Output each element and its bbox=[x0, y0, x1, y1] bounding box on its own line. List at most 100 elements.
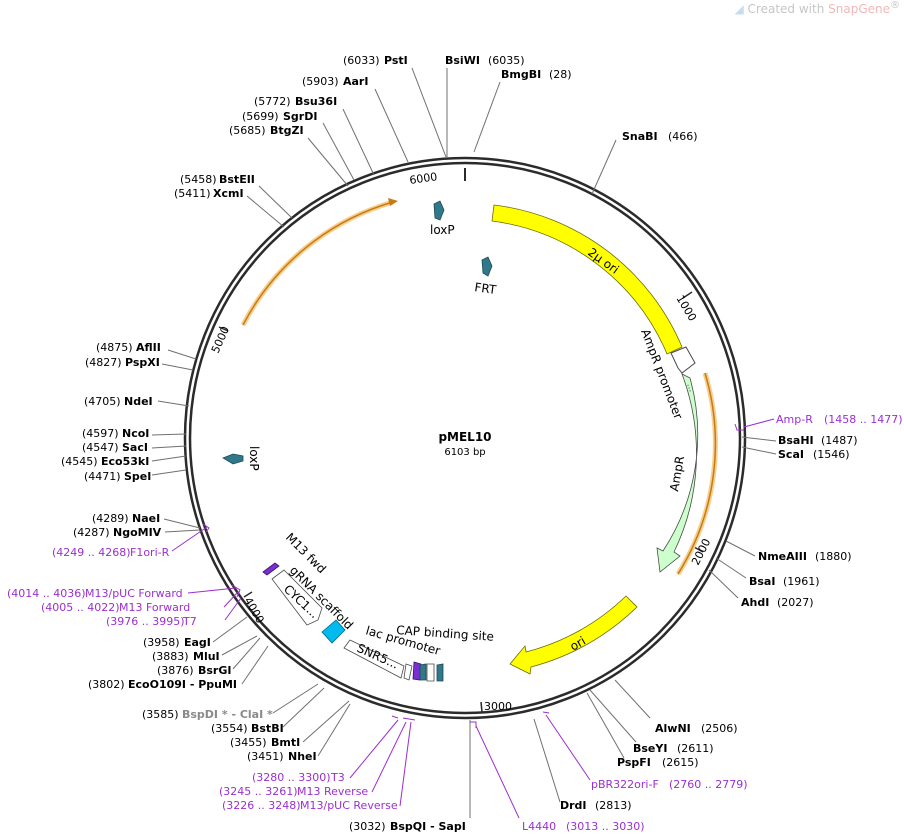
leader-amp-r bbox=[743, 418, 775, 428]
primer-m13-reverse-range: (3245 .. 3261) bbox=[219, 785, 298, 798]
site-pspxi-pos: (4827) bbox=[85, 356, 122, 369]
plasmid-name: pMEL10 bbox=[438, 430, 491, 444]
site-bsahi-name[interactable]: BsaHI bbox=[778, 434, 814, 447]
leader-bsrgi bbox=[232, 637, 261, 670]
site-eagi-name[interactable]: EagI bbox=[184, 636, 211, 649]
site-spei-name[interactable]: SpeI bbox=[124, 470, 151, 483]
site-bsrgi-pos: (3876) bbox=[157, 664, 194, 677]
site-bspdi-name[interactable]: BspDI * - ClaI * bbox=[182, 708, 273, 721]
loxp-top-label: loxP bbox=[430, 223, 455, 237]
primer-m13-puc-forward-range: (4014 .. 4036) bbox=[7, 587, 86, 600]
primer-t7-range: (3976 .. 3995) bbox=[106, 615, 185, 628]
site-ncoi-name[interactable]: NcoI bbox=[122, 427, 149, 440]
primer-m13-reverse-label[interactable]: M13 Reverse bbox=[297, 785, 368, 798]
feature-ampr[interactable]: AmpR … bbox=[656, 373, 699, 573]
orf-arrow-left-icon bbox=[388, 198, 398, 206]
feature-loxp-left[interactable]: loxP bbox=[222, 446, 261, 471]
site-spei-pos: (4471) bbox=[84, 470, 121, 483]
site-nmeaiii-name[interactable]: NmeAIII bbox=[758, 550, 807, 563]
leader-m13-puc-forward bbox=[187, 587, 237, 594]
site-bseyi-name[interactable]: BseYI bbox=[633, 742, 667, 755]
primer-m13-puc-forward-label[interactable]: M13/pUC Forward bbox=[85, 587, 183, 600]
site-eco0109i-name[interactable]: EcoO109I - PpuMI bbox=[128, 678, 237, 691]
grna-scaffold-arrow bbox=[321, 619, 346, 644]
site-ndei-pos: (4705) bbox=[84, 395, 121, 408]
site-bsrgi-name[interactable]: BsrGI bbox=[198, 664, 231, 677]
two-micron-ori-arrow bbox=[491, 204, 683, 355]
site-alwni-name[interactable]: AlwNI bbox=[655, 722, 691, 735]
site-sgrdi-name[interactable]: SgrDI bbox=[283, 110, 317, 123]
leader-bstbi bbox=[282, 687, 325, 728]
primer-m13-puc-reverse-range: (3226 .. 3248) bbox=[222, 799, 301, 812]
primer-m13-forward-range: (4005 .. 4022) bbox=[41, 601, 120, 614]
site-drdi-pos: (2813) bbox=[595, 799, 632, 812]
leader-pspxi bbox=[161, 363, 194, 371]
site-naei-name[interactable]: NaeI bbox=[132, 512, 160, 525]
primer-m13-puc-reverse-label[interactable]: M13/pUC Reverse bbox=[300, 799, 398, 812]
site-saci-name[interactable]: SacI bbox=[122, 441, 148, 454]
primer-t3-label[interactable]: T3 bbox=[330, 771, 345, 784]
snr52-arrow bbox=[343, 639, 405, 679]
site-drdi-name[interactable]: DrdI bbox=[560, 799, 587, 812]
site-btgzi-name[interactable]: BtgZI bbox=[270, 124, 304, 137]
primer-f1ori-r-range: (4249 .. 4268) bbox=[52, 546, 131, 559]
leader-bspdi bbox=[272, 683, 319, 714]
feature-loxp-top[interactable]: loxP bbox=[430, 200, 455, 237]
primer-amp-r-label[interactable]: Amp-R bbox=[776, 413, 813, 426]
leader-bsu36i bbox=[342, 108, 375, 176]
loxp-left-label: loxP bbox=[247, 446, 261, 471]
site-snabi-pos: (466) bbox=[668, 130, 698, 143]
leader-bsteii bbox=[258, 185, 293, 219]
feature-ori[interactable]: ori bbox=[509, 595, 638, 675]
leader-snabi bbox=[591, 139, 617, 195]
site-bstbi-pos: (3554) bbox=[211, 722, 248, 735]
site-bsai-name[interactable]: BsaI bbox=[749, 575, 775, 588]
site-scai-name[interactable]: ScaI bbox=[778, 448, 804, 461]
ampr-promoter-arrow bbox=[670, 346, 696, 374]
site-eco53ki-pos: (4545) bbox=[61, 455, 98, 468]
frt-marker-icon bbox=[481, 256, 493, 277]
primer-f1ori-r-label[interactable]: F1ori-R bbox=[130, 546, 170, 559]
site-eco53ki-name[interactable]: Eco53kI bbox=[101, 455, 149, 468]
site-mlui-name[interactable]: MluI bbox=[193, 650, 220, 663]
feature-cap-binding-site[interactable]: CAP binding site bbox=[396, 623, 495, 682]
site-xcmi-name[interactable]: XcmI bbox=[213, 187, 244, 200]
primer-m13-forward-label[interactable]: M13 Forward bbox=[119, 601, 190, 614]
leader-eco53ki bbox=[151, 455, 187, 462]
site-bsiwi-name[interactable]: BsiWI bbox=[445, 54, 480, 67]
feature-frt[interactable]: FRT bbox=[474, 256, 498, 297]
primer-t7-label[interactable]: T7 bbox=[182, 615, 197, 628]
primer-mark-m13f bbox=[231, 584, 241, 598]
site-bsteii-name[interactable]: BstEII bbox=[219, 173, 255, 186]
site-aflii-name[interactable]: AflII bbox=[136, 341, 161, 354]
leader-bseyi bbox=[589, 689, 637, 743]
site-psti-name[interactable]: PstI bbox=[384, 54, 408, 67]
site-bstbi-name[interactable]: BstBI bbox=[251, 722, 284, 735]
site-bsu36i-name[interactable]: Bsu36I bbox=[295, 95, 337, 108]
site-btgzi-pos: (5685) bbox=[229, 124, 266, 137]
plasmid-size: 6103 bp bbox=[444, 447, 485, 458]
site-ngomiv-name[interactable]: NgoMIV bbox=[113, 526, 162, 539]
site-bmgbi-name[interactable]: BmgBI bbox=[501, 68, 541, 81]
loxp-top-marker-icon bbox=[433, 200, 445, 221]
site-pspxi-name[interactable]: PspXI bbox=[125, 356, 160, 369]
site-pspfi-name[interactable]: PspFI bbox=[617, 756, 651, 769]
site-ndei-name[interactable]: NdeI bbox=[124, 395, 153, 408]
leader-t7 bbox=[224, 597, 242, 621]
primer-mark-f1ori-r bbox=[202, 523, 210, 533]
site-snabi-name[interactable]: SnaBI bbox=[622, 130, 658, 143]
site-nhei-name[interactable]: NheI bbox=[288, 750, 317, 763]
primer-mark-t3 bbox=[391, 715, 399, 719]
primer-labels: Amp-R (1458 .. 1477) (4249 .. 4268) F1or… bbox=[7, 413, 903, 833]
leader-bsai bbox=[715, 557, 747, 579]
site-ahdi-name[interactable]: AhdI bbox=[741, 596, 769, 609]
tick-mark-3000 bbox=[480, 701, 483, 713]
site-bspqi-name[interactable]: BspQI - SapI bbox=[390, 820, 466, 833]
primer-l4440-label[interactable]: L4440 bbox=[522, 820, 556, 833]
site-bmti-name[interactable]: BmtI bbox=[271, 736, 300, 749]
ampr-overlap-dots: … bbox=[684, 382, 696, 394]
site-aari-name[interactable]: AarI bbox=[343, 75, 368, 88]
primer-pbr322ori-f-label[interactable]: pBR322ori-F bbox=[591, 778, 659, 791]
orf-arc-left-core bbox=[242, 201, 394, 326]
